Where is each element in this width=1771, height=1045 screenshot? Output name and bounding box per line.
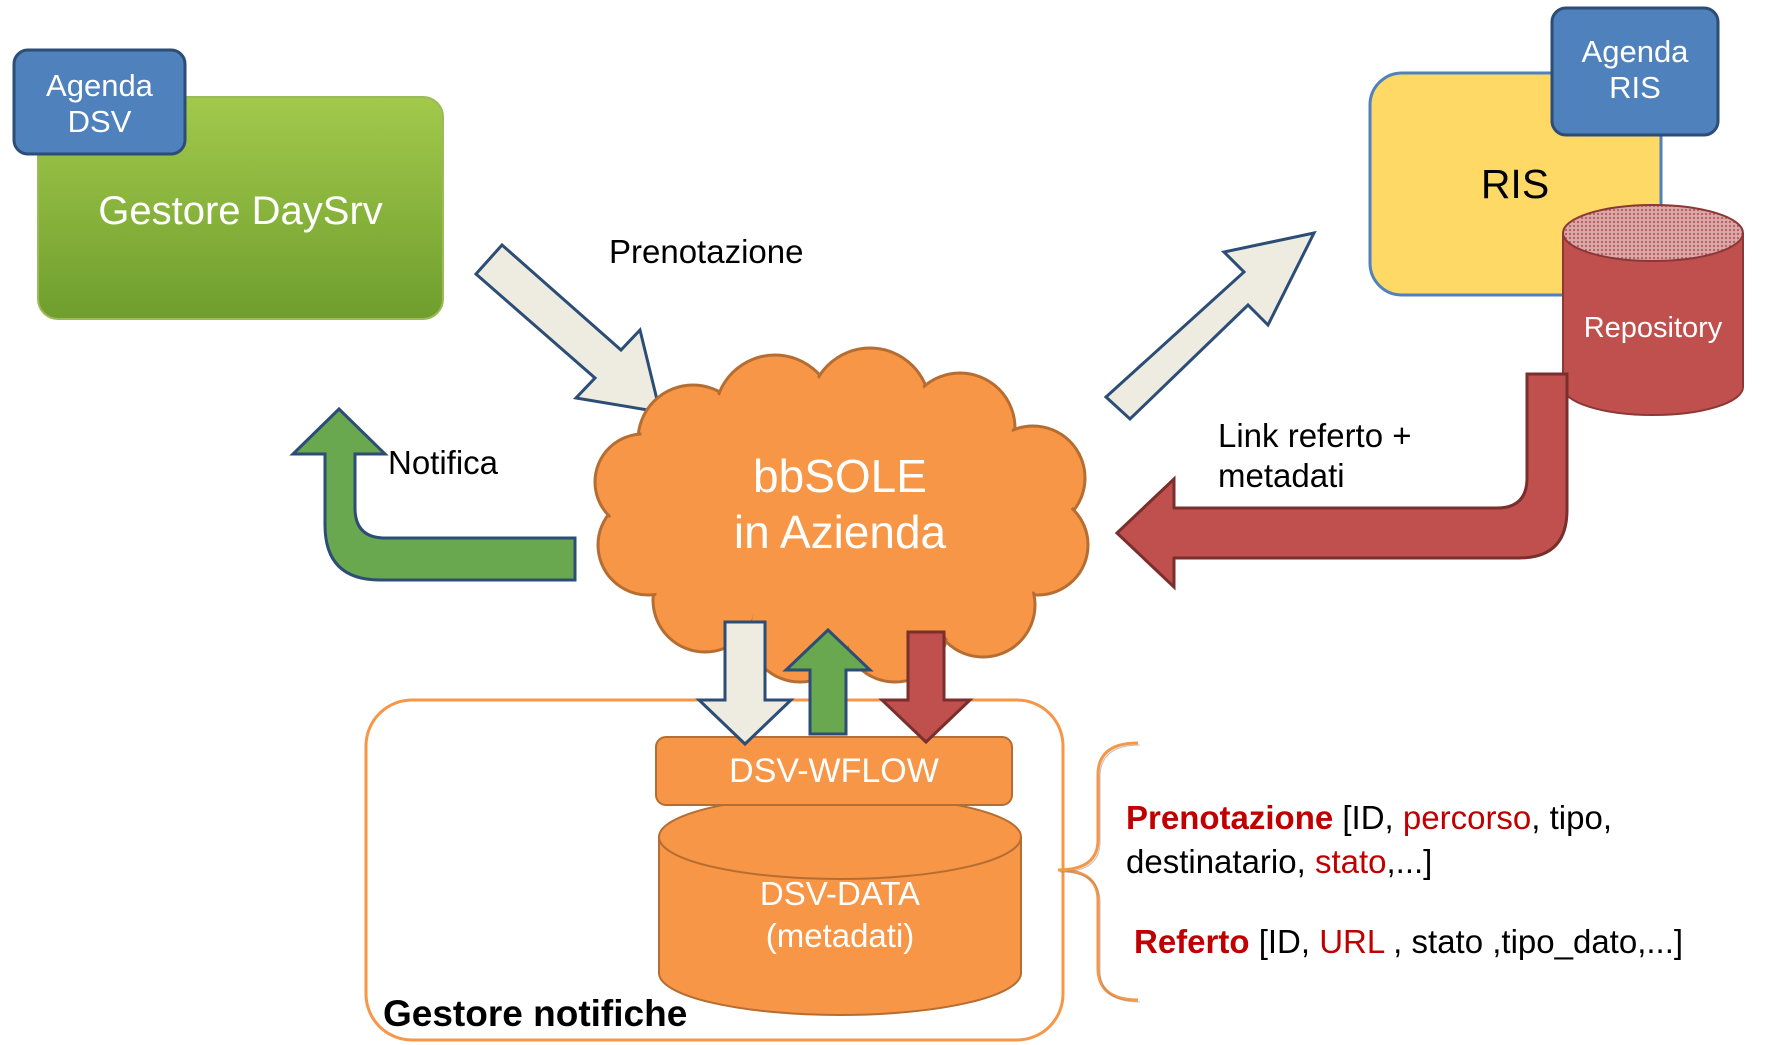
link-referto-arrow bbox=[1114, 372, 1569, 591]
legend-referto-title: Referto bbox=[1134, 923, 1250, 960]
agenda-ris-line2: RIS bbox=[1609, 70, 1661, 105]
legend-prenotazione-part4: ,...] bbox=[1386, 843, 1433, 880]
gestore-notifiche-label: Gestore notifiche bbox=[383, 993, 688, 1034]
dsv-data-label: DSV-DATA (metadati) bbox=[659, 873, 1021, 957]
legend-brace bbox=[1057, 741, 1139, 1002]
legend-prenotazione-part3: destinatario, bbox=[1126, 843, 1315, 880]
ris-label: RIS bbox=[1480, 161, 1550, 207]
agenda-dsv-tab bbox=[12, 48, 187, 156]
agenda-ris-tab bbox=[1550, 6, 1720, 137]
prenotazione-edge-label: Prenotazione bbox=[609, 233, 804, 270]
dsv-wflow-box bbox=[655, 736, 1013, 806]
dsv-data-line2: (metadati) bbox=[765, 917, 915, 954]
legend-prenotazione-part1: [ID, bbox=[1333, 799, 1403, 836]
dsv-data-cylinder bbox=[658, 794, 1022, 1016]
legend-referto-part1: [ID, bbox=[1249, 923, 1320, 960]
agenda-dsv-label: Agenda DSV bbox=[14, 68, 185, 140]
prenotazione-arrow bbox=[473, 242, 662, 414]
to-ris-arrow bbox=[1103, 230, 1317, 422]
agenda-ris-line1: Agenda bbox=[1581, 34, 1689, 69]
notifica-edge-label: Notifica bbox=[388, 444, 499, 481]
legend-prenotazione-stato: stato bbox=[1314, 843, 1387, 880]
link-referto-edge-label: Link referto + metadati bbox=[1218, 416, 1412, 496]
repository-label: Repository bbox=[1583, 312, 1723, 344]
agenda-dsv-line2: DSV bbox=[67, 104, 132, 139]
down-arrow-light bbox=[695, 620, 795, 747]
link-referto-line2: metadati bbox=[1218, 457, 1345, 494]
down-arrow-red bbox=[878, 630, 974, 745]
agenda-ris-label: Agenda RIS bbox=[1552, 34, 1718, 106]
repository-cylinder bbox=[1562, 204, 1744, 416]
legend-referto: Referto [ID, URL , stato ,tipo_dato,...] bbox=[1134, 920, 1754, 964]
legend-prenotazione-title: Prenotazione bbox=[1126, 799, 1334, 836]
dsv-data-line1: DSV-DATA bbox=[759, 875, 921, 912]
bbsole-line1: bbSOLE bbox=[753, 450, 927, 502]
legend-referto-url: URL bbox=[1319, 923, 1385, 960]
up-arrow-green bbox=[782, 627, 874, 736]
legend-prenotazione: Prenotazione [ID, percorso, tipo, destin… bbox=[1126, 796, 1726, 884]
dsv-wflow-label: DSV-WFLOW bbox=[729, 752, 939, 790]
bbsole-cloud-label: bbSOLE in Azienda bbox=[640, 448, 1040, 560]
gestore-daysrv-label: Gestore DaySrv bbox=[98, 189, 383, 233]
bbsole-line2: in Azienda bbox=[733, 506, 947, 558]
legend-prenotazione-part2: , tipo, bbox=[1531, 799, 1612, 836]
agenda-dsv-line1: Agenda bbox=[46, 68, 153, 103]
notifica-arrow bbox=[289, 406, 577, 582]
legend-prenotazione-percorso: percorso bbox=[1402, 799, 1532, 836]
legend-referto-part2: , stato ,tipo_dato,...] bbox=[1384, 923, 1684, 960]
link-referto-line1: Link referto + bbox=[1218, 417, 1412, 454]
